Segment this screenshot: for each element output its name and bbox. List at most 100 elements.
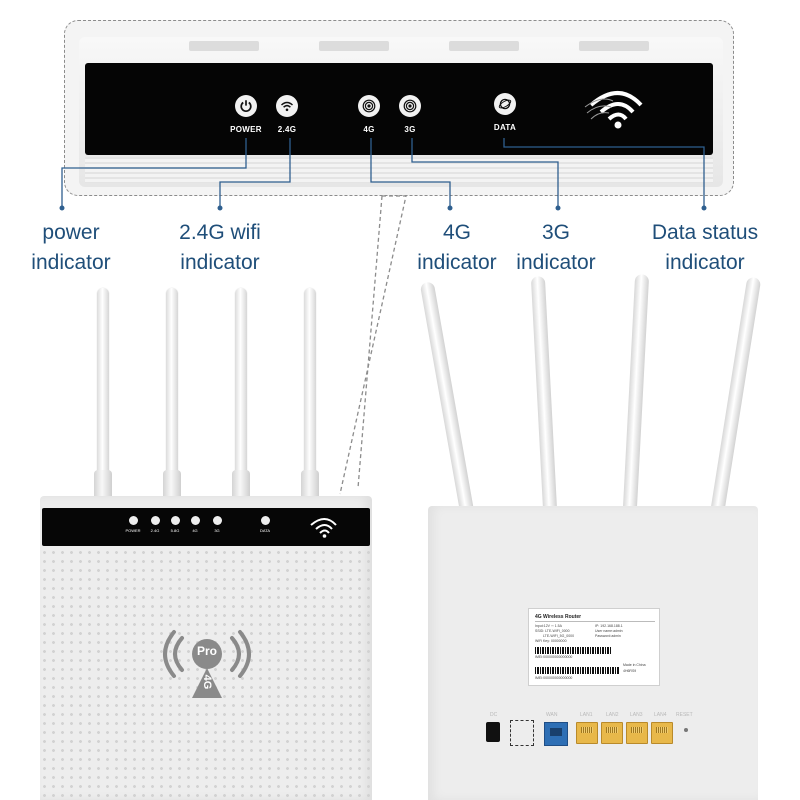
front-indicator-label: DATA bbox=[259, 528, 271, 533]
wifi-24g-indicator: 2.4G bbox=[257, 95, 317, 134]
power-icon bbox=[235, 95, 257, 117]
data-leader-line bbox=[503, 138, 705, 208]
badge-4g-text: 4G bbox=[201, 674, 213, 690]
callout-line: Data status bbox=[651, 221, 759, 244]
port-label: LAN3 bbox=[630, 712, 643, 718]
signal-icon bbox=[212, 516, 222, 525]
lan4-port[interactable] bbox=[651, 722, 673, 744]
sticker-line: User name:admin bbox=[595, 629, 623, 633]
signal-icon bbox=[358, 95, 380, 117]
sticker-divider bbox=[535, 621, 655, 622]
data-callout-label: Data status indicator bbox=[634, 218, 776, 278]
callout-line: power bbox=[42, 221, 100, 244]
power-leader-line bbox=[61, 138, 247, 208]
data-leader-dot bbox=[701, 205, 707, 211]
power-icon bbox=[128, 516, 138, 525]
lan3-port[interactable] bbox=[626, 722, 648, 744]
port-label: WAN bbox=[546, 712, 558, 718]
front-58g-indicator: 5.8G bbox=[164, 512, 186, 533]
wifi-icon bbox=[170, 516, 180, 525]
4g-label: 4G bbox=[363, 125, 375, 134]
housing-vent bbox=[189, 41, 259, 51]
callout-pointer bbox=[357, 195, 383, 489]
antenna-base bbox=[301, 470, 319, 500]
callout-line: 2.4G wifi bbox=[179, 221, 261, 244]
pro-4g-badge: Pro 4G bbox=[162, 628, 252, 705]
callout-pointer bbox=[339, 195, 407, 495]
sticker-line: Input:12V ⎓ 1.5A bbox=[535, 624, 562, 628]
wifi-icon bbox=[150, 516, 160, 525]
4g-leader-line bbox=[370, 138, 451, 208]
callout-line: indicator bbox=[665, 251, 745, 274]
wifi-logo-icon bbox=[308, 516, 338, 543]
globe-icon bbox=[260, 516, 270, 525]
wifi-logo-icon bbox=[583, 87, 643, 134]
callout-line: 3G bbox=[541, 221, 570, 244]
wifi-leader-line bbox=[219, 138, 291, 208]
broadcast-icon bbox=[163, 630, 251, 698]
antenna bbox=[304, 288, 316, 494]
power-label: POWER bbox=[230, 125, 262, 134]
signal-icon bbox=[399, 95, 421, 117]
callout-line: indicator bbox=[31, 251, 111, 274]
usb-port-outline bbox=[510, 720, 534, 746]
3g-label: 3G bbox=[404, 125, 416, 134]
callout-line: 4G bbox=[442, 221, 471, 244]
antenna bbox=[166, 288, 178, 494]
housing-vent bbox=[449, 41, 519, 51]
dc-power-jack[interactable] bbox=[486, 722, 500, 742]
sticker-line: Made in China bbox=[623, 663, 646, 667]
power-indicator: POWER bbox=[216, 95, 276, 134]
wifi-icon bbox=[276, 95, 298, 117]
antenna bbox=[235, 288, 247, 494]
port-label: LAN4 bbox=[654, 712, 667, 718]
housing-ribs bbox=[85, 157, 713, 183]
4g-indicator: 4G bbox=[339, 95, 399, 134]
antenna-base bbox=[163, 470, 181, 500]
front-indicator-label: POWER bbox=[125, 528, 141, 533]
callout-line: indicator bbox=[516, 251, 596, 274]
3g-indicator: 3G bbox=[380, 95, 440, 134]
sticker-line: LTE-WIFI_5G_0000 bbox=[543, 634, 575, 638]
lan1-port[interactable] bbox=[576, 722, 598, 744]
sticker-line: Password:admin bbox=[595, 634, 621, 638]
pro-badge-text: Pro bbox=[196, 644, 217, 658]
sticker-line: IMEI:000000000000000 bbox=[535, 676, 573, 680]
port-label: RESET bbox=[676, 712, 693, 718]
sticker-line: WiFi Key: 00000000 bbox=[535, 639, 567, 643]
device-label-sticker: 4G Wireless Router Input:12V ⎓ 1.5A SSID… bbox=[528, 608, 660, 686]
front-data-indicator: DATA bbox=[254, 512, 276, 533]
4g-leader-dot bbox=[447, 205, 453, 211]
front-power-indicator: POWER bbox=[122, 512, 144, 533]
barcode bbox=[535, 647, 611, 654]
antenna-base bbox=[94, 470, 112, 500]
3g-callout-label: 3G indicator bbox=[510, 218, 602, 278]
port-label: LAN1 bbox=[580, 712, 593, 718]
front-24g-indicator: 2.4G bbox=[144, 512, 166, 533]
wifi-24g-label: 2.4G bbox=[277, 125, 297, 134]
front-indicator-panel: POWER 2.4G 5.8G 4G 3G DATA bbox=[42, 508, 370, 546]
signal-icon bbox=[190, 516, 200, 525]
front-router: POWER 2.4G 5.8G 4G 3G DATA bbox=[40, 496, 372, 800]
lan2-port[interactable] bbox=[601, 722, 623, 744]
front-indicator-label: 3G bbox=[214, 528, 220, 533]
globe-icon bbox=[494, 93, 516, 115]
zoom-callout-box: POWER 2.4G 4G 3G DATA bbox=[64, 20, 734, 196]
front-3g-indicator: 3G bbox=[206, 512, 228, 533]
port-label: DC bbox=[490, 712, 498, 718]
sticker-line: IMEI:000000000000000 bbox=[535, 655, 573, 659]
antenna bbox=[97, 288, 109, 494]
housing-vent bbox=[319, 41, 389, 51]
front-indicator-label: 4G bbox=[192, 528, 198, 533]
wan-port[interactable] bbox=[544, 722, 568, 746]
callout-line: indicator bbox=[180, 251, 260, 274]
sticker-line: IP: 192.168.188.1 bbox=[595, 624, 623, 628]
reset-button[interactable] bbox=[684, 728, 688, 732]
wifi-leader-dot bbox=[217, 205, 223, 211]
barcode bbox=[535, 667, 619, 674]
3g-leader-dot bbox=[555, 205, 561, 211]
sticker-line: SSID: LTE-WIFI_0000 bbox=[535, 629, 570, 633]
port-label: LAN2 bbox=[606, 712, 619, 718]
3g-leader-line bbox=[411, 138, 559, 208]
